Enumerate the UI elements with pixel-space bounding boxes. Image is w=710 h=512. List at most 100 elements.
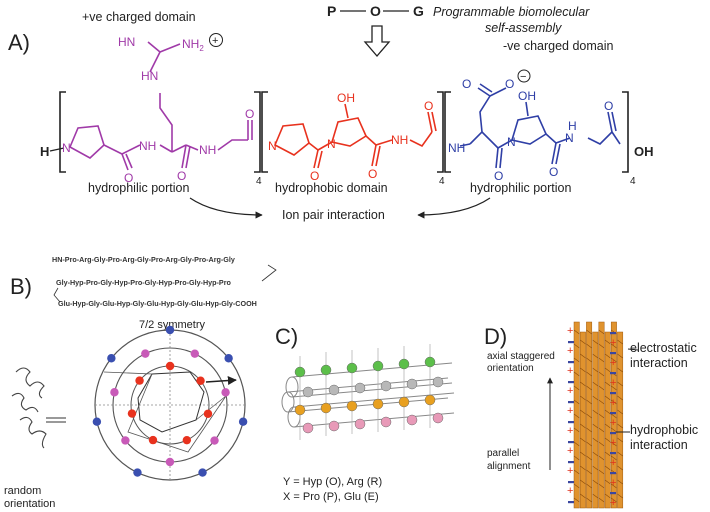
negative-unit-atoms: NH O O O N OH O H N O xyxy=(448,77,613,183)
wheel-residue-dot xyxy=(182,435,192,445)
atom-o: O xyxy=(245,107,254,121)
minus-charge: − xyxy=(520,71,526,83)
wheel-residue-dot xyxy=(110,388,119,397)
hydrophobic-unit-atoms: N O N OH O NH O xyxy=(268,91,433,183)
charge-marks: ++++++++++++++++++ xyxy=(567,325,616,509)
ion-pair-label: Ion pair interaction xyxy=(282,208,385,222)
panel-b-label: B) xyxy=(10,274,32,299)
fiber-strand xyxy=(592,331,599,509)
axial-label-2: orientation xyxy=(487,363,534,374)
panel-d: D) ++++++++++++++++++ axial staggered or… xyxy=(484,321,698,509)
minus-mark xyxy=(568,341,574,344)
helix-residue-dot xyxy=(346,400,358,412)
plus-mark: + xyxy=(567,465,573,477)
helix-residue-dot xyxy=(432,412,444,424)
helix-residue-dot xyxy=(424,356,436,368)
atom-o: O xyxy=(310,169,319,183)
ion-pair-arrow-left xyxy=(189,197,263,219)
pos-domain-title: +ve charged domain xyxy=(82,10,196,24)
atom-n: N xyxy=(507,135,516,149)
atom-nh: NH xyxy=(448,141,465,155)
axial-label-1: axial staggered xyxy=(487,351,555,362)
atom-o: O xyxy=(368,167,377,181)
wheel-residue-dot xyxy=(221,388,230,397)
plus-mark: + xyxy=(610,337,616,349)
minus-mark xyxy=(610,332,616,335)
random-label: random xyxy=(4,485,41,497)
helix-residue-dot xyxy=(354,382,366,394)
fiber-strand xyxy=(573,321,580,509)
panel-a: A) P O G +ve charged domain Programmable… xyxy=(8,3,654,222)
prog-title-1: Programmable biomolecular xyxy=(433,5,590,19)
plus-mark: + xyxy=(567,385,573,397)
panel-b: B) HN-Pro-Arg-Gly-Pro-Arg-Gly-Pro-Arg-Gl… xyxy=(4,255,277,510)
plus-charge: + xyxy=(212,35,218,47)
minus-charge-icon xyxy=(517,69,531,83)
helix-residue-dot xyxy=(406,414,418,426)
helix-residue-dot xyxy=(424,394,436,406)
oh-terminus: OH xyxy=(634,144,654,159)
wheel-residue-dot xyxy=(198,468,207,477)
sequence-strand-2: Gly-Hyp-Pro-Gly-Hyp-Pro-Gly-Hyp-Pro-Gly-… xyxy=(56,278,232,287)
legend-line-2: X = Pro (P), Glu (E) xyxy=(283,491,379,503)
wheel-residue-dot xyxy=(190,349,199,358)
atom-o: O xyxy=(494,169,503,183)
hydrophobic-interaction-label-1: hydrophobic xyxy=(630,423,698,437)
electrostatic-label-1: electrostatic xyxy=(630,341,697,355)
plus-mark: + xyxy=(567,325,573,337)
negative-unit-bonds xyxy=(459,83,621,169)
panel-c: C) Y = Hyp (O), Arg (R) X = Pro (P), Glu… xyxy=(275,324,455,503)
plus-mark: + xyxy=(610,357,616,369)
helical-wheel xyxy=(92,325,248,481)
wheel-residue-dot xyxy=(121,436,130,445)
h-terminus: H xyxy=(40,144,49,159)
sequence-strand-3: Glu-Hyp-Gly-Glu-Hyp-Gly-Glu-Hyp-Gly-Glu-… xyxy=(58,299,257,308)
helix-residue-dot xyxy=(432,376,444,388)
repeat-brackets xyxy=(59,91,629,173)
carboxyl-o: O xyxy=(462,77,471,91)
repeat-1: 4 xyxy=(256,176,262,187)
minus-mark xyxy=(610,452,616,455)
plus-mark: + xyxy=(567,425,573,437)
plus-mark: + xyxy=(610,417,616,429)
plus-charge-icon xyxy=(209,33,223,47)
panel-d-label: D) xyxy=(484,324,507,349)
wheel-residue-dot xyxy=(224,354,233,363)
fiber-strand xyxy=(586,321,593,509)
wheel-residue-dot xyxy=(148,435,158,445)
plus-mark: + xyxy=(567,345,573,357)
repeat-2: 4 xyxy=(439,176,445,187)
helix-residue-dot xyxy=(302,386,314,398)
wheel-residue-dot xyxy=(203,409,213,418)
atom-h: H xyxy=(568,119,577,133)
wheel-residue-dot xyxy=(133,468,142,477)
wheel-residue-dot xyxy=(141,349,150,358)
atom-nh: NH xyxy=(391,133,408,147)
wheel-residue-dot xyxy=(107,354,116,363)
wheel-residue-dot xyxy=(92,417,102,426)
helix-residue-dot xyxy=(346,362,358,374)
helix-residue-dot xyxy=(320,402,332,414)
plus-mark: + xyxy=(610,477,616,489)
minus-mark xyxy=(568,461,574,464)
carboxyl-o2: O xyxy=(505,77,514,91)
neg-domain-title: -ve charged domain xyxy=(503,39,614,53)
plus-mark: + xyxy=(610,497,616,509)
helix-residue-dot xyxy=(328,420,340,432)
panel-c-label: C) xyxy=(275,324,298,349)
minus-mark xyxy=(610,352,616,355)
helix-residue-dot xyxy=(294,366,306,378)
helix-residue-dot xyxy=(320,364,332,376)
minus-mark xyxy=(568,441,574,444)
atom-nh: NH xyxy=(199,143,216,157)
helix-residue-dot xyxy=(380,416,392,428)
atom-n: N xyxy=(62,141,71,155)
helix-residue-dot xyxy=(380,380,392,392)
helix-residue-dot xyxy=(328,384,340,396)
down-arrow-icon xyxy=(363,25,391,57)
positive-unit-atoms: N O NH O NH O HN HN NH2 xyxy=(62,35,254,185)
wheel-residue-dot xyxy=(165,457,175,467)
plus-mark: + xyxy=(567,445,573,457)
helix-residue-dot xyxy=(372,360,384,372)
repeat-3: 4 xyxy=(630,176,636,187)
